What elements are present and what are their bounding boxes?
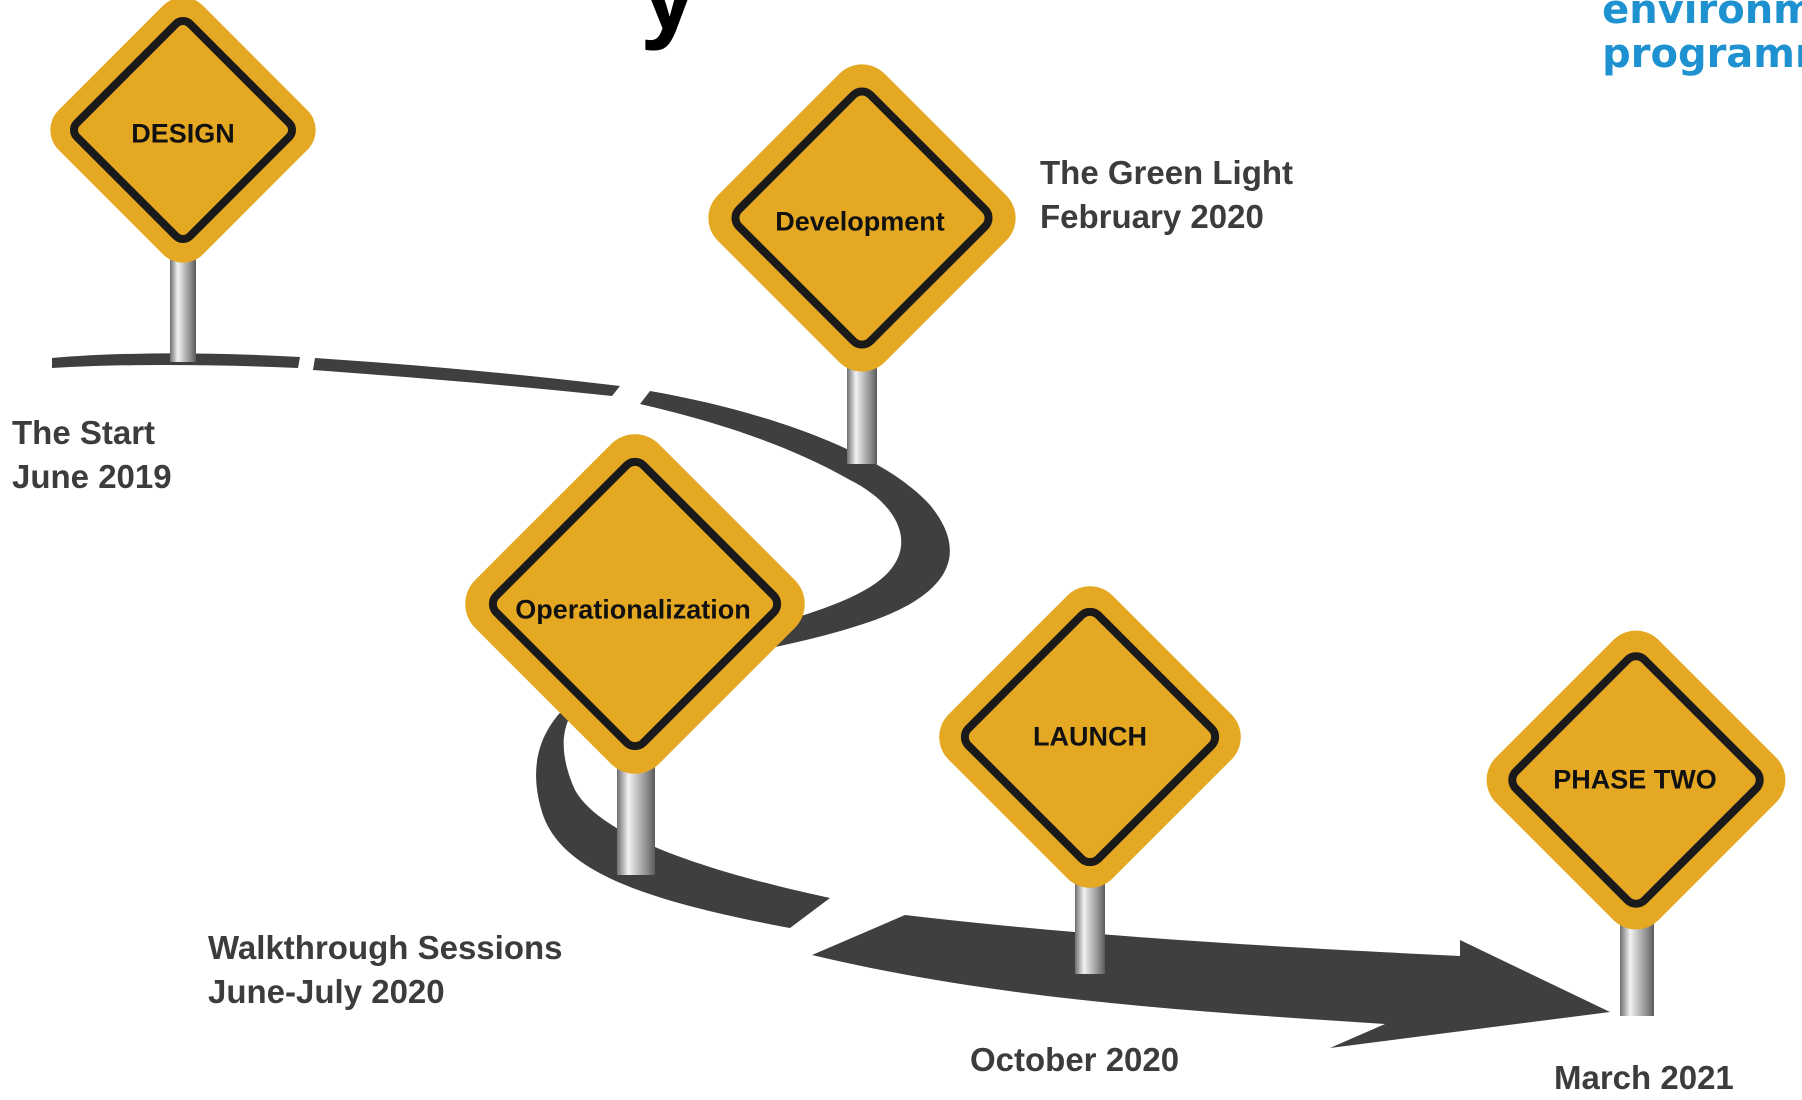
road-arrow (812, 915, 1610, 1048)
sign-label-development: Development (775, 206, 945, 237)
sign-label-launch: LAUNCH (1033, 721, 1147, 752)
caption-launch-line2: October 2020 (970, 1041, 1180, 1078)
caption-design-line1: The Start (12, 414, 156, 451)
signs (50, 0, 1786, 930)
caption-design-line2: June 2019 (12, 458, 172, 495)
caption-phase-two: March 2021 (1554, 1056, 1734, 1100)
sign-label-phase-two: PHASE TWO (1553, 764, 1717, 795)
sign-operationalization (465, 434, 805, 774)
brand-line-1: environme (1602, 0, 1802, 33)
sign-design (50, 0, 316, 263)
caption-operationalization: Walkthrough Sessions June-July 2020 (208, 926, 563, 1014)
road (52, 353, 1610, 1048)
caption-launch: October 2020 (970, 1038, 1179, 1082)
sign-development (708, 64, 1016, 372)
caption-design: The Start June 2019 (12, 411, 172, 499)
road-segment-upper (313, 358, 620, 396)
caption-operationalization-line1: Walkthrough Sessions (208, 929, 563, 966)
caption-development-line1: The Green Light (1040, 154, 1294, 191)
caption-operationalization-line2: June-July 2020 (208, 973, 445, 1010)
caption-development-line2: February 2020 (1040, 198, 1264, 235)
brand-logo-text: environme programm (1602, 0, 1802, 76)
sign-label-design: DESIGN (131, 118, 235, 149)
sign-phase-two (1486, 630, 1786, 930)
slide-title-fragment: y (640, 0, 698, 46)
sign-poles (170, 240, 1654, 1016)
sign-launch (939, 586, 1241, 888)
caption-phase-two-line2: March 2021 (1554, 1059, 1734, 1096)
brand-line-2: programm (1602, 31, 1802, 77)
sign-label-operationalization: Operationalization (515, 594, 751, 625)
caption-development: The Green Light February 2020 (1040, 151, 1293, 239)
